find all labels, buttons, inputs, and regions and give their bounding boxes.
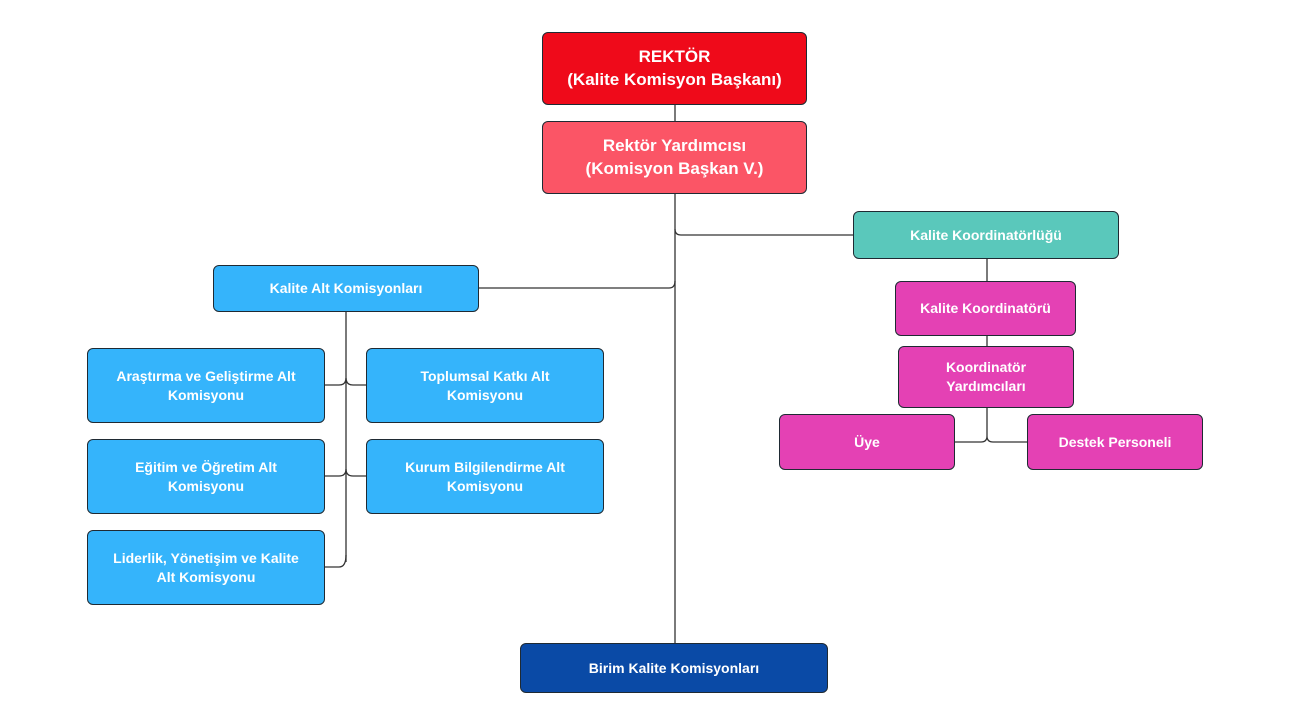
kalite-koordinatoru-box: Kalite Koordinatörü (895, 281, 1076, 336)
birim-kalite-komisyonlari-label: Birim Kalite Komisyonları (588, 659, 760, 676)
kalite-alt-komisyonlari-box: Kalite Alt Komisyonları (213, 265, 479, 312)
arastirma-gelistirme-label: Araştırma ve Geliştirme Alt Komisyonu (116, 367, 296, 403)
kurum-bilgilendirme-label: Kurum Bilgilendirme Alt Komisyonu (405, 458, 565, 494)
rektor-label: REKTÖR (Kalite Komisyon Başkanı) (567, 46, 782, 89)
koordinator-yardimcilari-label: Koordinatör Yardımcıları (945, 359, 1027, 394)
koordinator-yardimcilari-box: Koordinatör Yardımcıları (898, 346, 1074, 408)
uye-label: Üye (854, 433, 880, 450)
kalite-koordinatorlugu-box: Kalite Koordinatörlüğü (853, 211, 1119, 259)
egitim-ogretim-box: Eğitim ve Öğretim Alt Komisyonu (87, 439, 325, 514)
rektor-box: REKTÖR (Kalite Komisyon Başkanı) (542, 32, 807, 105)
uye-box: Üye (779, 414, 955, 470)
kalite-koordinatorlugu-label: Kalite Koordinatörlüğü (910, 226, 1062, 243)
rektor-yardimcisi-label: Rektör Yardımcısı (Komisyon Başkan V.) (585, 135, 764, 178)
birim-kalite-komisyonlari-box: Birim Kalite Komisyonları (520, 643, 828, 693)
destek-personeli-box: Destek Personeli (1027, 414, 1203, 470)
liderlik-yonetisim-box: Liderlik, Yönetişim ve Kalite Alt Komisy… (87, 530, 325, 605)
kalite-alt-komisyonlari-label: Kalite Alt Komisyonları (269, 280, 423, 297)
toplumsal-katki-box: Toplumsal Katkı Alt Komisyonu (366, 348, 604, 423)
kalite-koordinatoru-label: Kalite Koordinatörü (920, 300, 1051, 317)
liderlik-yonetisim-label: Liderlik, Yönetişim ve Kalite Alt Komisy… (113, 549, 299, 585)
kurum-bilgilendirme-box: Kurum Bilgilendirme Alt Komisyonu (366, 439, 604, 514)
toplumsal-katki-label: Toplumsal Katkı Alt Komisyonu (420, 367, 550, 403)
rektor-yardimcisi-box: Rektör Yardımcısı (Komisyon Başkan V.) (542, 121, 807, 194)
arastirma-gelistirme-box: Araştırma ve Geliştirme Alt Komisyonu (87, 348, 325, 423)
egitim-ogretim-label: Eğitim ve Öğretim Alt Komisyonu (135, 458, 277, 494)
destek-personeli-label: Destek Personeli (1058, 433, 1172, 450)
